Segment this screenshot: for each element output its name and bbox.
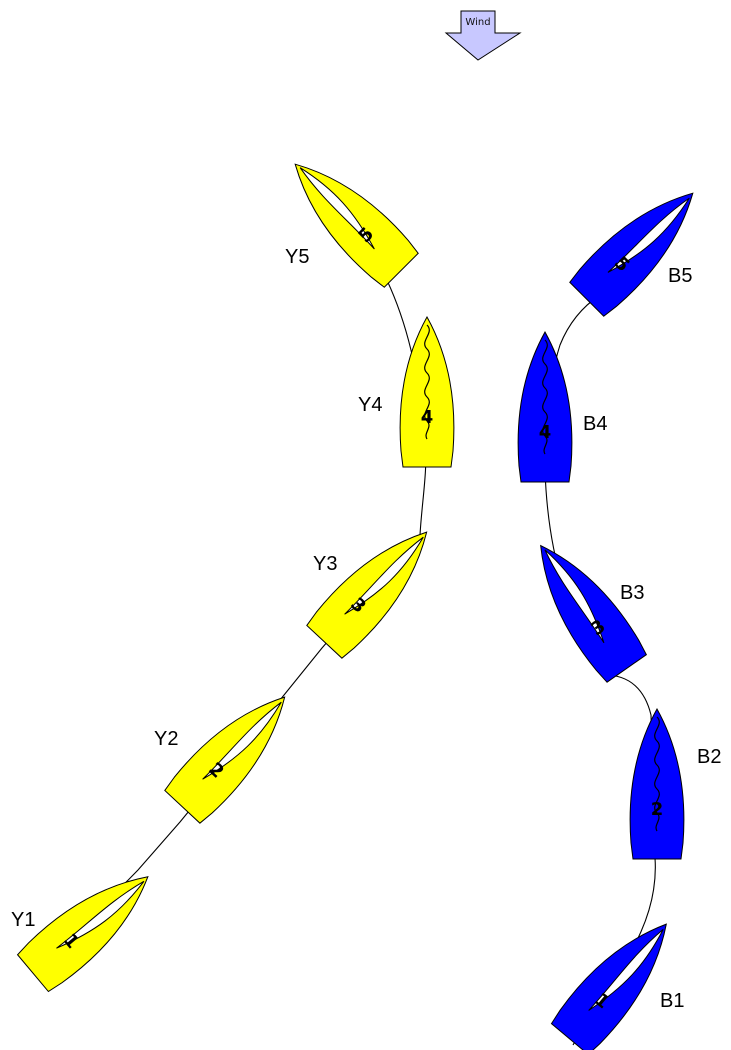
- boat-hull: [517, 330, 573, 483]
- boat-label-y4: Y4: [358, 394, 382, 416]
- boat-hull: [399, 315, 455, 468]
- boat-sail: [56, 880, 145, 949]
- boat-sail: [344, 536, 424, 615]
- boat-label-y5: Y5: [285, 246, 309, 268]
- boat-number: 2: [651, 799, 664, 820]
- boat-label-b1: B1: [660, 990, 684, 1012]
- boat-label-b4: B4: [583, 413, 607, 435]
- luffing-sail: [654, 716, 660, 832]
- boat-y1: 1: [16, 876, 149, 993]
- boat-label-b2: B2: [697, 746, 721, 768]
- boat-label-b5: B5: [668, 265, 692, 287]
- boat-b4: 4: [517, 330, 573, 483]
- boat-number: 4: [539, 422, 552, 443]
- boat-sail: [588, 928, 664, 1011]
- boat-label-y2: Y2: [154, 728, 178, 750]
- boat-label-b3: B3: [620, 582, 644, 604]
- luffing-sail: [542, 339, 548, 455]
- boat-label-y1: Y1: [11, 909, 35, 931]
- boat-label-y3: Y3: [313, 553, 337, 575]
- boat-b5: 5: [569, 192, 694, 317]
- luffing-sail: [424, 324, 430, 440]
- boat-sail: [202, 701, 282, 780]
- boat-sail: [607, 197, 690, 273]
- boat-sail: [299, 167, 375, 250]
- boat-b1: 1: [550, 923, 667, 1050]
- boat-number: 4: [421, 407, 434, 428]
- boat-y4: 4: [399, 315, 455, 468]
- boat-sail: [544, 549, 605, 644]
- boat-hull: [629, 707, 685, 860]
- wind-indicator: Wind: [444, 10, 522, 61]
- boat-y2: 2: [164, 696, 286, 824]
- boat-y3: 3: [306, 531, 428, 659]
- boat-b2: 2: [629, 707, 685, 860]
- boat-b3: 3: [540, 544, 648, 683]
- wind-label: Wind: [465, 17, 490, 28]
- wind-arrow-icon: [444, 10, 522, 61]
- boat-y5: 5: [294, 163, 419, 288]
